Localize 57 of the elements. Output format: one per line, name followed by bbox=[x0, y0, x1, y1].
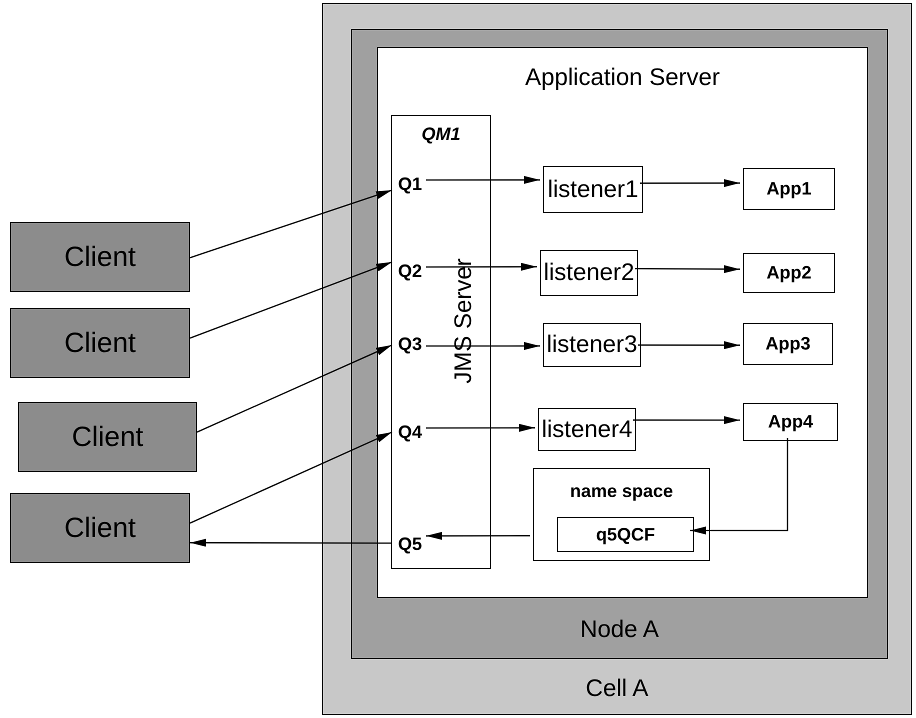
container-label: name space bbox=[568, 481, 674, 502]
box-label: q5QCF bbox=[594, 524, 656, 545]
queue-label: Q3 bbox=[398, 334, 422, 355]
arrow bbox=[196, 344, 392, 433]
server-box bbox=[391, 115, 491, 569]
queue-manager-label: QM1 bbox=[420, 124, 462, 145]
box-label: Client bbox=[63, 241, 137, 273]
process-box bbox=[543, 166, 643, 213]
box-label: App4 bbox=[767, 412, 814, 432]
queue-label: Q4 bbox=[398, 422, 422, 443]
queue-label: Q2 bbox=[398, 261, 422, 282]
container-box bbox=[533, 468, 710, 561]
arrow bbox=[190, 189, 392, 258]
box-label: listener4 bbox=[540, 416, 634, 444]
arrow bbox=[640, 179, 740, 188]
process-box bbox=[743, 323, 833, 365]
process-box bbox=[10, 493, 190, 563]
process-box bbox=[10, 308, 190, 378]
container-label: Cell A bbox=[584, 675, 650, 703]
arrow bbox=[426, 532, 530, 540]
arrow bbox=[635, 265, 740, 274]
queue-label: Q5 bbox=[398, 534, 422, 555]
box-label: App1 bbox=[766, 178, 812, 200]
arrow bbox=[190, 431, 392, 524]
arrow bbox=[690, 438, 788, 534]
server-label: JMS Server bbox=[450, 258, 478, 384]
process-box bbox=[743, 168, 835, 210]
box-label: listener1 bbox=[546, 176, 640, 204]
container-label: Application Server bbox=[524, 64, 721, 92]
box-label: listener3 bbox=[546, 331, 638, 359]
process-box bbox=[543, 323, 641, 367]
process-box bbox=[743, 403, 838, 441]
arrow bbox=[633, 416, 740, 424]
arrow bbox=[426, 342, 540, 350]
process-box bbox=[18, 402, 197, 472]
container-label: Node A bbox=[579, 616, 660, 644]
arrow bbox=[190, 261, 392, 339]
arrow bbox=[426, 262, 537, 271]
process-box bbox=[557, 517, 694, 552]
process-box bbox=[10, 222, 190, 292]
box-label: listener2 bbox=[542, 259, 636, 287]
arrow bbox=[190, 538, 392, 547]
box-label: App3 bbox=[764, 334, 812, 354]
arrow bbox=[426, 424, 535, 432]
box-label: Client bbox=[63, 327, 137, 359]
process-box bbox=[743, 253, 835, 293]
container-box bbox=[322, 3, 912, 715]
container-box bbox=[377, 47, 868, 598]
arrow bbox=[426, 176, 540, 184]
box-label: App2 bbox=[766, 262, 812, 284]
box-label: Client bbox=[70, 421, 144, 453]
arrow bbox=[638, 341, 740, 350]
process-box bbox=[540, 250, 638, 296]
process-box bbox=[538, 408, 636, 451]
box-label: Client bbox=[63, 512, 137, 544]
queue-label: Q1 bbox=[398, 174, 422, 195]
container-box bbox=[351, 29, 888, 659]
